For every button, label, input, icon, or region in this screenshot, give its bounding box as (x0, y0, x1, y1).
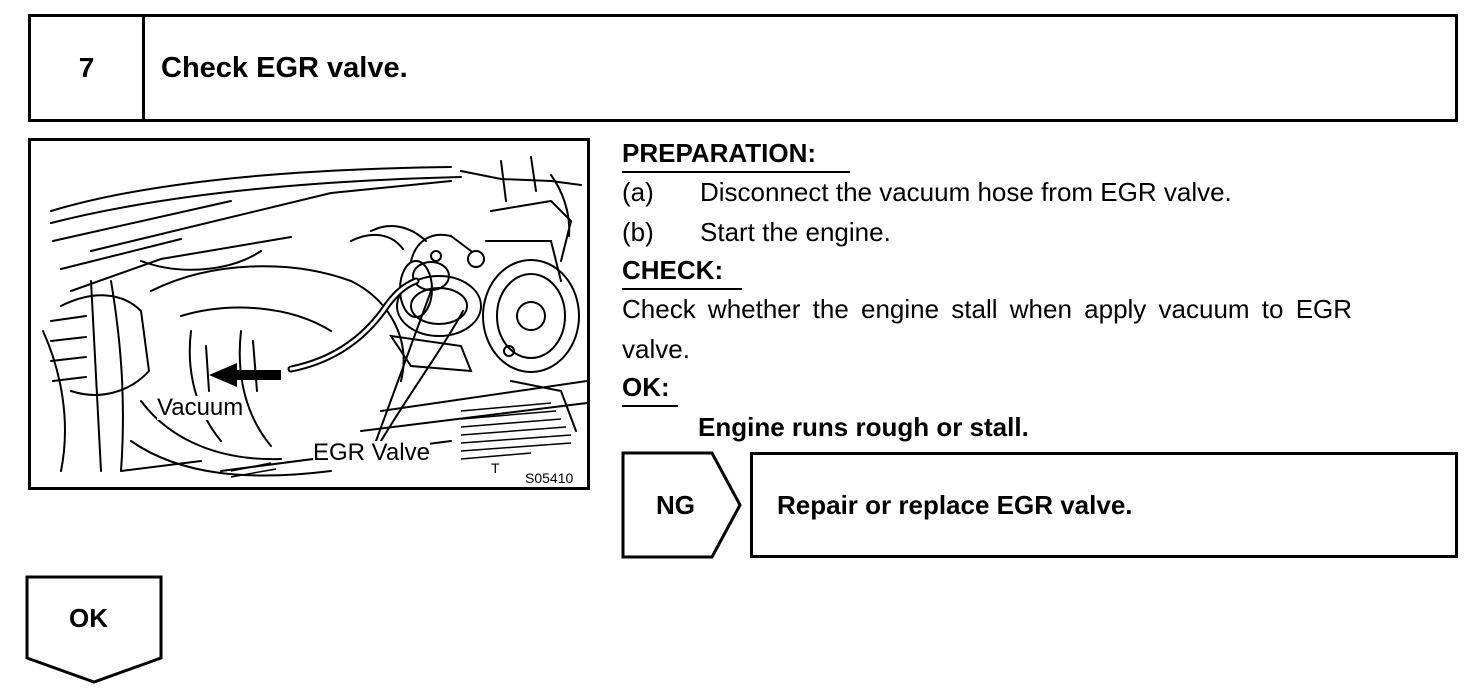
step-number: 7 (31, 17, 145, 119)
ok-flow-label: OK (69, 603, 108, 633)
ok-underline (622, 405, 678, 407)
check-text-line1: Check whether the engine stall when appl… (622, 294, 1353, 324)
check-heading: CHECK: (622, 255, 724, 285)
ok-heading: OK: (622, 372, 670, 402)
vacuum-label: Vacuum (157, 394, 244, 421)
check-text-line2: valve. (622, 334, 690, 364)
engine-bay-drawing (42, 156, 587, 478)
ok-result: Engine runs rough or stall. (698, 412, 1029, 442)
ok-flow-arrow (25, 575, 163, 684)
ng-arrow-box (621, 451, 742, 559)
figure-mark: T (491, 460, 500, 476)
vacuum-arrow-icon (209, 363, 281, 387)
prep-item-a-marker: (a) (622, 177, 654, 207)
preparation-heading: PREPARATION: (622, 138, 817, 168)
ng-action-text: Repair or replace EGR valve. (777, 489, 1133, 520)
prep-item-b-marker: (b) (622, 217, 654, 247)
step-title: Check EGR valve. (161, 51, 408, 84)
figure-code: S05410 (525, 470, 574, 486)
ng-label: NG (656, 490, 695, 520)
egr-valve-label: EGR Valve (313, 439, 430, 466)
preparation-underline (622, 171, 850, 173)
check-underline (622, 288, 742, 290)
step-header: 7 Check EGR valve. (28, 14, 1458, 122)
prep-item-a-text: Disconnect the vacuum hose from EGR valv… (700, 177, 1232, 207)
prep-item-b-text: Start the engine. (700, 217, 891, 247)
egr-valve-illustration: Vacuum EGR Valve T S05410 (28, 138, 590, 490)
ng-action-box: Repair or replace EGR valve. (750, 452, 1458, 558)
